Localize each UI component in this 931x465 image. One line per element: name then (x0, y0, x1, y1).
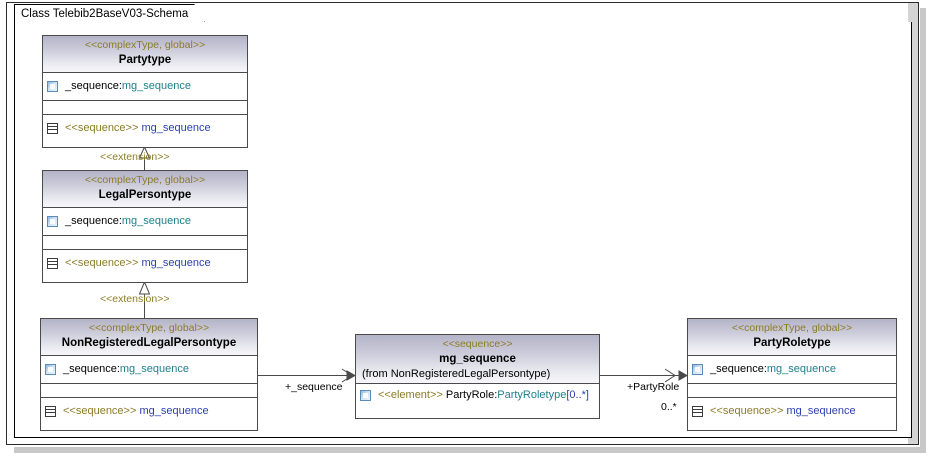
sequence-group-icon (47, 123, 58, 134)
class-empty-compartment (41, 384, 257, 398)
diagram-frame-tab[interactable]: Class Telebib2BaseV03-Schema (14, 4, 205, 23)
class-header-partyroletype: <<complexType, global>> PartyRoletype (688, 319, 896, 356)
class-member-text: <<sequence>> mg_sequence (65, 257, 211, 269)
class-empty-compartment (688, 384, 896, 398)
class-empty-compartment (43, 236, 247, 250)
class-member-text: _sequence:mg_sequence (710, 362, 836, 375)
vertical-scrollbar[interactable] (908, 3, 918, 444)
class-member-row[interactable]: _sequence:mg_sequence (688, 356, 896, 384)
class-member-row[interactable]: _sequence:mg_sequence (43, 208, 247, 236)
class-header-mg-sequence: <<sequence>> mg_sequence (from NonRegist… (356, 335, 599, 385)
class-member-text: <<sequence>> mg_sequence (65, 122, 211, 134)
sequence-group-icon (47, 258, 58, 269)
class-member-row[interactable]: <<sequence>> mg_sequence (43, 115, 247, 143)
class-name: LegalPersontype (98, 189, 192, 202)
assoc-sequence-role-label: +_sequence (285, 381, 343, 393)
class-stereotype: <<complexType, global>> (84, 174, 206, 186)
class-header-nonregisteredlegalpersontype: <<complexType, global>> NonRegisteredLeg… (41, 319, 257, 356)
class-box-legalpersontype[interactable]: <<complexType, global>> LegalPersontype … (42, 170, 248, 283)
extension-label-1: <<extension>> (100, 151, 170, 163)
class-name: NonRegisteredLegalPersontype (61, 337, 237, 350)
class-member-row[interactable]: <<sequence>> mg_sequence (43, 250, 247, 278)
class-member-text: <<element>> PartyRole:PartyRoletype[0..*… (378, 388, 589, 401)
class-name: PartyRoletype (753, 337, 831, 350)
class-box-nonregisteredlegalpersontype[interactable]: <<complexType, global>> NonRegisteredLeg… (40, 318, 258, 431)
class-header-partytype: <<complexType, global>> Partytype (43, 36, 247, 73)
class-member-row[interactable]: <<element>> PartyRole:PartyRoletype[0..*… (356, 384, 599, 406)
class-member-row[interactable]: _sequence:mg_sequence (43, 73, 247, 101)
class-member-text: _sequence:mg_sequence (63, 362, 189, 375)
attribute-icon (47, 215, 58, 227)
class-stereotype: <<complexType, global>> (88, 322, 210, 334)
assoc-partyrole-multiplicity-label: 0..* (661, 401, 677, 413)
class-member-row[interactable]: _sequence:mg_sequence (41, 356, 257, 384)
attribute-icon (47, 80, 58, 92)
class-member-row[interactable]: <<sequence>> mg_sequence (688, 398, 896, 426)
class-member-text: <<sequence>> mg_sequence (63, 405, 209, 417)
class-member-text: _sequence:mg_sequence (65, 214, 191, 227)
class-box-partytype[interactable]: <<complexType, global>> Partytype _seque… (42, 35, 248, 148)
class-member-text: <<sequence>> mg_sequence (710, 405, 856, 417)
class-box-mg-sequence[interactable]: <<sequence>> mg_sequence (from NonRegist… (355, 334, 600, 419)
class-member-text: _sequence:mg_sequence (65, 79, 191, 92)
window-shadow-bottom (14, 447, 926, 453)
sequence-group-icon (692, 406, 703, 417)
class-member-row[interactable]: <<sequence>> mg_sequence (41, 398, 257, 426)
extension-label-2: <<extension>> (100, 293, 170, 305)
class-name: Partytype (118, 54, 172, 67)
class-box-partyroletype[interactable]: <<complexType, global>> PartyRoletype _s… (687, 318, 897, 431)
element-icon (360, 389, 371, 401)
assoc-partyrole-role-label: +PartyRole (627, 381, 680, 393)
attribute-icon (692, 363, 703, 375)
class-header-legalpersontype: <<complexType, global>> LegalPersontype (43, 171, 247, 208)
class-from-package: (from NonRegisteredLegalPersontype) (362, 367, 551, 380)
sequence-group-icon (45, 406, 56, 417)
attribute-icon (45, 363, 56, 375)
class-empty-compartment (43, 101, 247, 115)
diagram-frame-title: Class Telebib2BaseV03-Schema (21, 8, 189, 20)
window-shadow-right (920, 8, 926, 451)
class-stereotype: <<complexType, global>> (731, 322, 853, 334)
class-stereotype: <<sequence>> (442, 338, 513, 350)
class-stereotype: <<complexType, global>> (84, 39, 206, 51)
class-name: mg_sequence (439, 353, 516, 366)
